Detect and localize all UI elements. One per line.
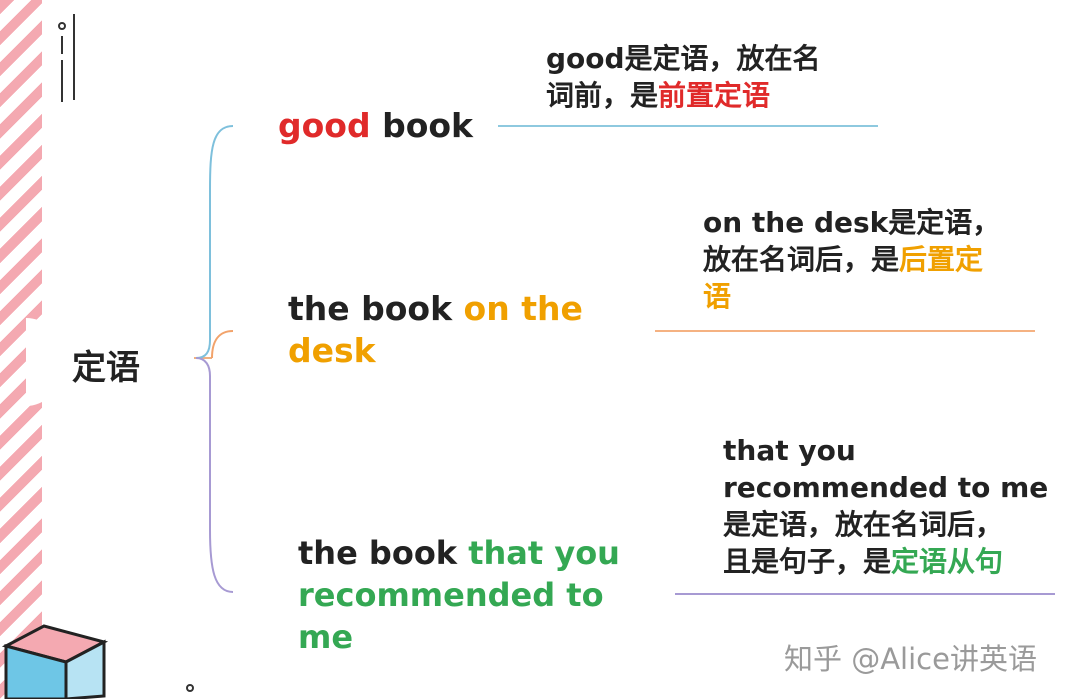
branch-3-note-line3: 是定语，放在名词后， bbox=[723, 508, 1004, 541]
branch-1-example: good book bbox=[278, 106, 473, 145]
branch-2-note-line2: 放在名词后，是 bbox=[703, 243, 900, 276]
branch-1-note-line2: 词前，是 bbox=[546, 79, 659, 112]
branch-2-modifier-line1: on the bbox=[463, 289, 583, 328]
branch-1-noun: book bbox=[370, 106, 473, 145]
branch-3-note-line4: 且是句子，是 bbox=[723, 545, 892, 578]
connector-branch-1 bbox=[195, 125, 234, 359]
connector-branch-2 bbox=[211, 330, 234, 359]
connector-branch-3 bbox=[195, 357, 234, 593]
branch-3-noun: the book bbox=[298, 534, 469, 572]
root-node-label: 定语 bbox=[72, 348, 140, 388]
branch-3-clause-line1: that you bbox=[468, 534, 620, 572]
branch-2-example: the book on the desk bbox=[288, 288, 583, 372]
branch-2-modifier-line2: desk bbox=[288, 331, 376, 370]
decorative-ring bbox=[58, 22, 66, 30]
decorative-ring bbox=[186, 684, 194, 692]
decorative-line bbox=[61, 36, 63, 54]
branch-1-note-term: 前置定语 bbox=[658, 79, 771, 112]
branch-2-note-term: 后置定 bbox=[899, 243, 984, 276]
branch-2-note: on the desk是定语， 放在名词后，是后置定 语 bbox=[703, 204, 1000, 315]
branch-2-note-line1: on the desk是定语， bbox=[703, 206, 1001, 239]
decorative-line bbox=[73, 14, 75, 100]
branch-1-modifier: good bbox=[278, 106, 371, 145]
watermark: 知乎 @Alice讲英语 bbox=[784, 642, 1037, 676]
branch-3-example: the book that you recommended to me bbox=[298, 532, 620, 658]
branch-3-note: that you recommended to me 是定语，放在名词后， 且是… bbox=[723, 432, 1048, 580]
branch-1-note-line1: good是定语，放在名 bbox=[546, 42, 821, 75]
branch-2-noun: the book bbox=[288, 289, 464, 328]
decorative-line bbox=[61, 60, 63, 102]
branch-2-note-term-end: 语 bbox=[703, 280, 732, 313]
branch-3-note-term: 定语从句 bbox=[891, 545, 1004, 578]
branch-3-clause-line2: recommended to bbox=[298, 576, 604, 614]
branch-3-note-line1: that you bbox=[723, 434, 856, 467]
branch-3-clause-line3: me bbox=[298, 618, 354, 656]
cube-decoration bbox=[1, 624, 109, 699]
branch-1-note: good是定语，放在名 词前，是前置定语 bbox=[546, 40, 821, 114]
branch-3-note-line2: recommended to me bbox=[723, 471, 1049, 504]
